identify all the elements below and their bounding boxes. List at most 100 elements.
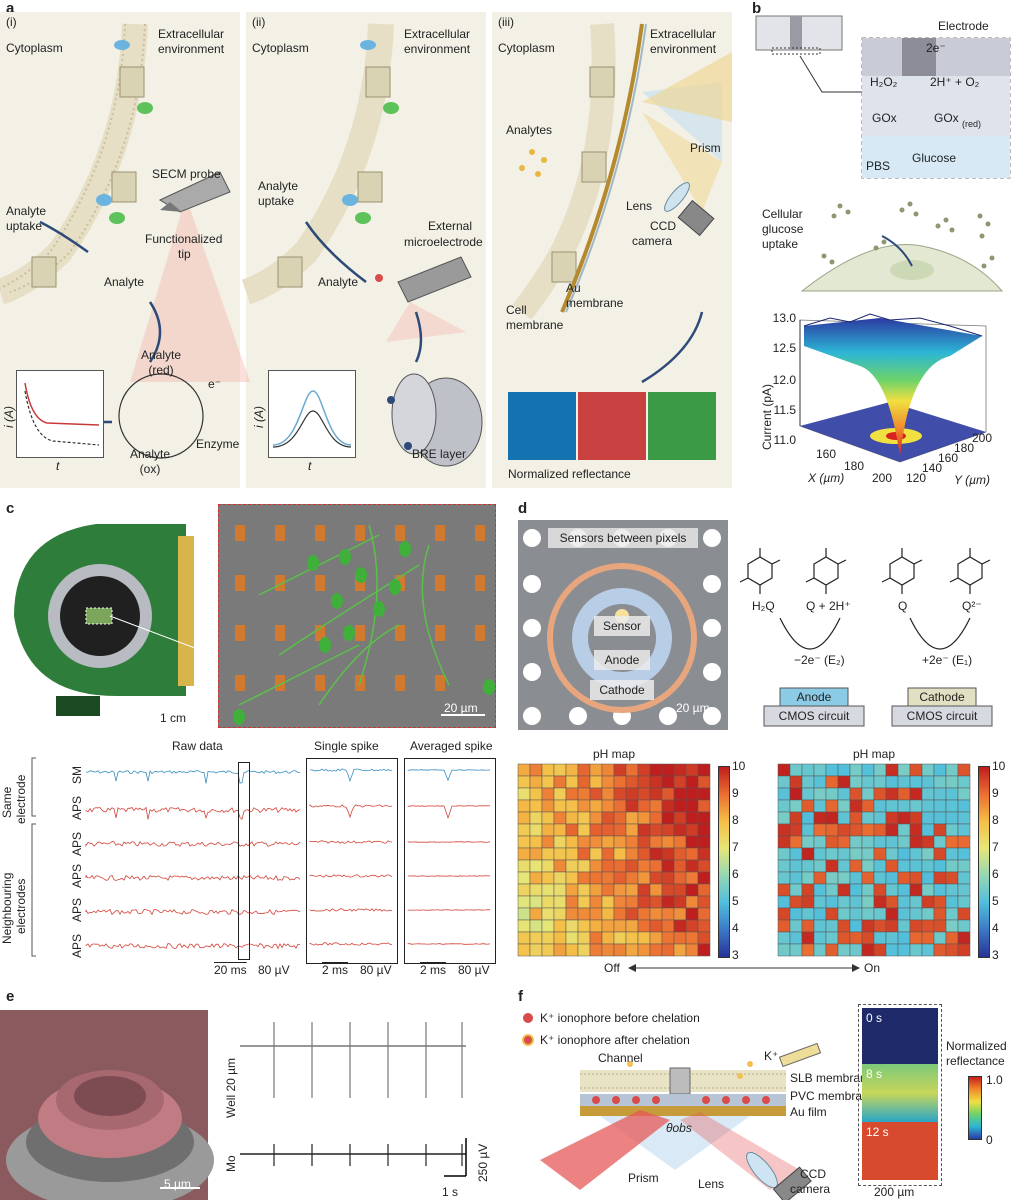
a-i-extracellular: Extracellular xyxy=(158,27,225,41)
ph-map-cell xyxy=(649,787,663,801)
reflectance-red xyxy=(578,392,646,460)
a-i-analyte-red-1: Analyte xyxy=(140,348,182,362)
ph-map-cell xyxy=(921,835,935,849)
ph-map-cell xyxy=(777,895,791,909)
ph-map-cell xyxy=(945,931,959,945)
ph-map-cell xyxy=(801,763,815,777)
ph-map-cell xyxy=(673,763,687,777)
ph-map-cell xyxy=(565,895,579,909)
ph-map-cell xyxy=(661,895,675,909)
b-chart-ylabel: Current (pA) xyxy=(760,383,774,450)
ph-map-cell xyxy=(789,835,803,849)
ph-map-cell xyxy=(777,823,791,837)
f-theta: θobs xyxy=(666,1121,692,1135)
ph-map-cell xyxy=(553,895,567,909)
ph-map-cell xyxy=(541,871,555,885)
a-i-enzyme: Enzyme xyxy=(196,437,240,451)
d-scale: 20 µm xyxy=(676,701,710,715)
ph-map-cell xyxy=(685,871,699,885)
ph-map-cell xyxy=(837,835,851,849)
f-time-8: 8 s xyxy=(866,1067,883,1081)
ph-map-cell xyxy=(885,823,899,837)
ph-map-cell xyxy=(517,895,531,909)
a-iii-environment: environment xyxy=(650,42,717,56)
ph-map-cell xyxy=(577,907,591,921)
ph-map-cell xyxy=(637,907,651,921)
ph-map-cell xyxy=(565,823,579,837)
a-i-uptake-2: uptake xyxy=(6,219,43,233)
ph-map-cell xyxy=(909,823,923,837)
ph-map-cell xyxy=(613,847,627,861)
ph-map-cell xyxy=(625,883,639,897)
a-iii-normalized-reflectance: Normalized reflectance xyxy=(508,467,631,481)
ph-map-cell xyxy=(625,811,639,825)
ph-map-cell xyxy=(637,799,651,813)
c-avg-title: Averaged spike xyxy=(410,739,493,753)
ph-map-cell xyxy=(897,895,911,909)
ph-map-cell xyxy=(777,787,791,801)
ph-map-cell xyxy=(697,835,711,849)
ph-map-cell xyxy=(813,919,827,933)
ph-map-cell xyxy=(565,883,579,897)
f-setup-diagram xyxy=(540,1042,822,1200)
ph-map-cell xyxy=(685,763,699,777)
ph-map-cell xyxy=(789,847,803,861)
ph-map-cell xyxy=(921,811,935,825)
ph-map-cell xyxy=(861,919,875,933)
ph-map-cell xyxy=(625,847,639,861)
ph-map-cell xyxy=(861,811,875,825)
ph-map-cell xyxy=(873,943,887,957)
c-row-1: APS xyxy=(70,795,84,820)
ph-map-cell xyxy=(541,811,555,825)
ph-map-cell xyxy=(861,775,875,789)
ph-map-cell xyxy=(909,847,923,861)
ph-map-cell xyxy=(565,859,579,873)
ph-map-cell xyxy=(673,859,687,873)
ph-map-cell xyxy=(957,823,971,837)
ph-map-cell xyxy=(685,811,699,825)
ph-map-cell xyxy=(801,859,815,873)
d-anode-box: Anode xyxy=(796,690,832,704)
ph-map-cell xyxy=(577,775,591,789)
ph-map-cell xyxy=(885,907,899,921)
ph-map-cell xyxy=(697,823,711,837)
ph-map-cell xyxy=(789,943,803,957)
ph-map-cell xyxy=(945,787,959,801)
c-raw-traces xyxy=(85,769,301,950)
ph-map-cell xyxy=(577,871,591,885)
ph-map-cell xyxy=(541,787,555,801)
ph-map-cell xyxy=(685,847,699,861)
ph-map-cell xyxy=(661,811,675,825)
ph-map-cell xyxy=(801,883,815,897)
ph-map-cell xyxy=(945,919,959,933)
ph-map-cell xyxy=(613,931,627,945)
ph-map-cell xyxy=(789,799,803,813)
ph-map-cell xyxy=(625,835,639,849)
ph-map-cell xyxy=(837,943,851,957)
ph-map-cell xyxy=(589,787,603,801)
e-scale: 5 µm xyxy=(164,1177,191,1191)
ph-map-cell xyxy=(565,943,579,957)
ph-map-cell xyxy=(565,787,579,801)
colorbar-tick: 7 xyxy=(732,840,739,854)
d-sensors-between-label: Sensors between pixels xyxy=(548,528,698,548)
ph-map-cell xyxy=(697,871,711,885)
ph-map-cell xyxy=(553,907,567,921)
ph-map-cell xyxy=(885,895,899,909)
c-sb3-time: 2 ms xyxy=(420,963,447,977)
c-sb3-amp: 80 µV xyxy=(458,963,490,977)
ph-map-cell xyxy=(577,835,591,849)
ph-map-cell xyxy=(909,931,923,945)
ph-map-cell xyxy=(673,919,687,933)
ph-map-cell xyxy=(529,859,543,873)
ph-map-cell xyxy=(625,919,639,933)
f-kplus: K⁺ xyxy=(764,1049,779,1063)
ph-map-cell xyxy=(613,859,627,873)
c-scale-20um: 20 µm xyxy=(444,701,478,715)
ph-map-cell xyxy=(589,763,603,777)
ph-map-cell xyxy=(697,799,711,813)
ph-map-cell xyxy=(885,799,899,813)
ph-map-cell xyxy=(921,931,935,945)
ph-map-cell xyxy=(637,943,651,957)
d-on: On xyxy=(864,961,881,975)
